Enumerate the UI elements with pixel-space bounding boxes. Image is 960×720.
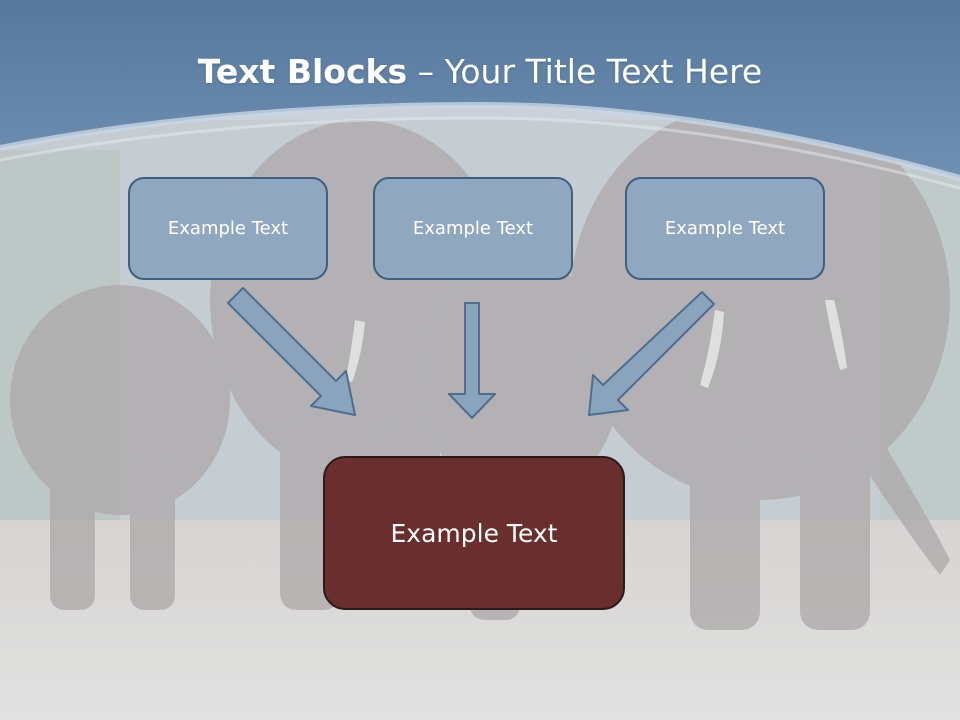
result-block[interactable]: Example Text bbox=[323, 456, 625, 610]
text-block-left-label: Example Text bbox=[167, 218, 289, 239]
slide-title: Text Blocks – Your Title Text Here bbox=[0, 52, 960, 91]
text-block-center[interactable]: Example Text bbox=[373, 177, 573, 280]
title-bold: Text Blocks bbox=[197, 52, 408, 91]
text-block-right-label: Example Text bbox=[664, 218, 786, 239]
text-block-left[interactable]: Example Text bbox=[128, 177, 328, 280]
result-block-label: Example Text bbox=[390, 518, 558, 548]
text-block-center-label: Example Text bbox=[412, 218, 534, 239]
text-block-right[interactable]: Example Text bbox=[625, 177, 825, 280]
title-rest: – Your Title Text Here bbox=[407, 52, 763, 91]
